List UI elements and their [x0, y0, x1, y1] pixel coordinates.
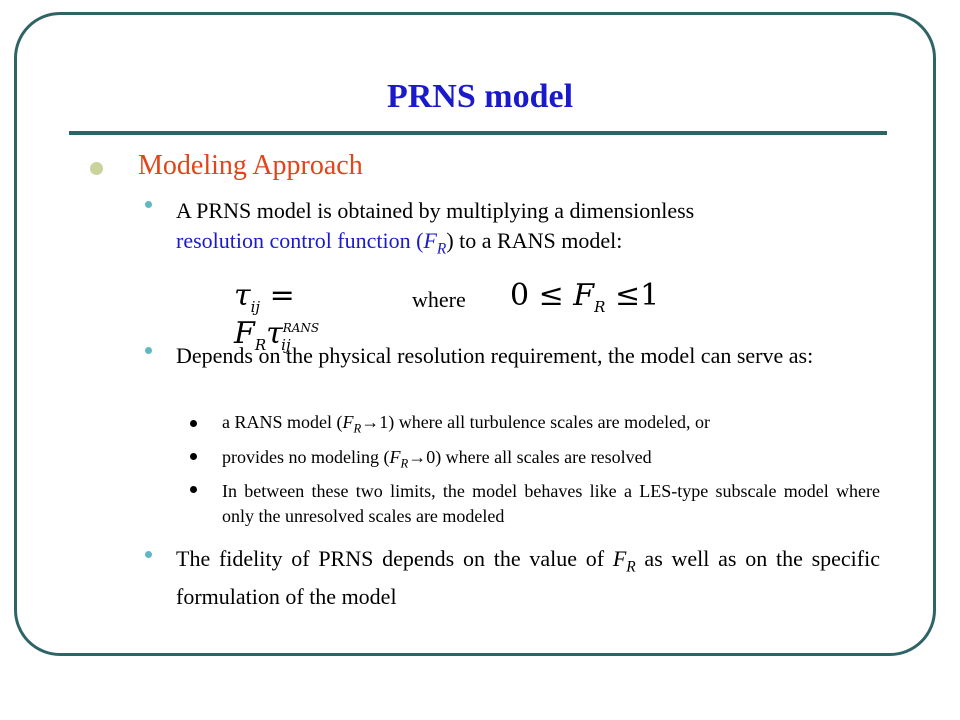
p3-text: The fidelity of PRNS depends on the valu… — [176, 546, 613, 571]
s1-text: a RANS model ( — [222, 412, 343, 432]
bullet-level1 — [90, 162, 103, 175]
p1-highlight-text: resolution control function ( — [176, 228, 424, 253]
p1-F: F — [423, 228, 437, 253]
eq-R: R — [254, 336, 267, 354]
section-heading: Modeling Approach — [138, 150, 363, 181]
bullet-level2 — [145, 201, 152, 208]
eq-ij: ij — [250, 298, 261, 316]
p1-text: A PRNS model is obtained by multiplying … — [176, 198, 695, 223]
p3-F: F — [612, 546, 627, 571]
equation-tau: τij = FRτRANSij — [234, 278, 361, 354]
eq-F: F — [234, 316, 255, 351]
s2-text: provides no modeling ( — [222, 447, 390, 467]
p3-text-end: as well as on the specific formulation o… — [176, 546, 880, 610]
s1-F: F — [342, 412, 354, 432]
bullet-level3 — [190, 420, 197, 427]
p1-R: R — [436, 240, 447, 258]
slide-frame — [14, 12, 936, 656]
p1-text-end: to a RANS model: — [453, 228, 623, 253]
bullet-level2 — [145, 347, 152, 354]
bullet-level2 — [145, 551, 152, 558]
eq-equals: = — [260, 278, 295, 313]
bullet-level3 — [190, 453, 197, 460]
eq-tau: τ — [234, 278, 251, 313]
s2-text-end: →0) where all scales are resolved — [408, 447, 652, 467]
eq-rans: RANS — [282, 321, 320, 335]
eq2-rhs: ≤1 — [605, 278, 660, 313]
s1-text-end: →1) where all turbulence scales are mode… — [361, 412, 711, 432]
paragraph-1: A PRNS model is obtained by multiplying … — [176, 196, 880, 264]
s2-F: F — [389, 447, 401, 467]
s1-R: R — [353, 421, 362, 436]
title-divider — [69, 131, 887, 135]
eq2-R: R — [594, 298, 606, 316]
slide-title: PRNS model — [386, 78, 574, 115]
p1-highlight: resolution control function (FR — [176, 228, 446, 257]
bullet-level3 — [190, 486, 197, 493]
paragraph-2: Depends on the physical resolution requi… — [176, 343, 814, 368]
eq2-lhs: 0 ≤ — [510, 278, 574, 313]
subitem-3: In between these two limits, the model b… — [222, 481, 880, 526]
p3-R: R — [626, 558, 636, 576]
equation-range: 0 ≤ FR ≤1 — [510, 278, 659, 316]
subitem-2: provides no modeling (FR→0) where all sc… — [222, 445, 880, 477]
eq-ij-2: ij — [281, 336, 291, 354]
s2-R: R — [400, 456, 409, 471]
eq-tau-2: τ — [266, 316, 283, 351]
where-label: where — [412, 287, 466, 312]
paragraph-3: The fidelity of PRNS depends on the valu… — [176, 544, 880, 612]
subitem-1: a RANS model (FR→1) where all turbulence… — [222, 410, 880, 442]
eq2-F: F — [573, 278, 595, 313]
p1-close: ) — [446, 228, 454, 253]
